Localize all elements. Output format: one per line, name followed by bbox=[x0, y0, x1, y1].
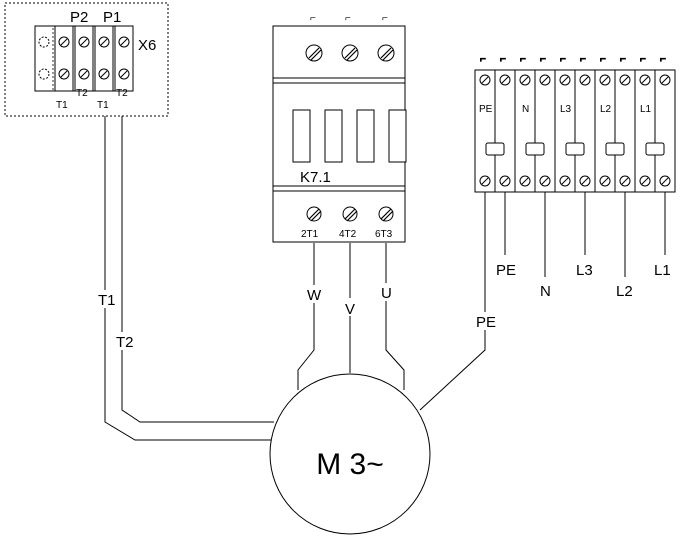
wire-t2 bbox=[121, 116, 274, 423]
motor-label: M 3~ bbox=[316, 448, 384, 481]
x6-label-t2-b: T2 bbox=[116, 88, 128, 99]
arrow-icon: ⌐ bbox=[345, 13, 351, 24]
block-label-l3: L3 bbox=[560, 104, 572, 115]
contactor-window bbox=[388, 109, 407, 163]
arrow-icon: ⌐ bbox=[660, 54, 666, 65]
terminal-block: ⌐ ⌐ ⌐ ⌐ ⌐ ⌐ ⌐ ⌐ ⌐ ⌐ bbox=[474, 54, 676, 193]
wire-label-supply-l1: L1 bbox=[654, 262, 671, 279]
x6-terminal-slot bbox=[114, 25, 134, 92]
arrow-icon: ⌐ bbox=[540, 54, 546, 65]
wire-label-pe-motor: PE bbox=[476, 314, 496, 331]
arrow-icon: ⌐ bbox=[580, 54, 586, 65]
block-label-l1: L1 bbox=[640, 104, 652, 115]
wire-label-supply-l3: L3 bbox=[576, 262, 593, 279]
x6-label-t1-a: T1 bbox=[56, 100, 68, 111]
contactor-window bbox=[292, 109, 311, 163]
arrow-icon: ⌐ bbox=[620, 54, 626, 65]
wire-label-t2: T2 bbox=[116, 334, 134, 351]
arrow-icon: ⌐ bbox=[310, 13, 316, 24]
wire-label-supply-n: N bbox=[540, 283, 551, 300]
x6-label-t2-a: T2 bbox=[76, 88, 88, 99]
x6-terminal-slot bbox=[34, 25, 54, 92]
l2-bridge-slider bbox=[605, 142, 625, 156]
l1-bridge-slider bbox=[645, 142, 665, 156]
contactor-k7-1: ⌐ ⌐ ⌐ K7.1 bbox=[272, 13, 407, 243]
x6-label-t1-b: T1 bbox=[97, 100, 109, 111]
wire-t1 bbox=[104, 116, 274, 441]
block-label-n: N bbox=[522, 104, 529, 115]
wire-label-supply-l2: L2 bbox=[616, 283, 633, 300]
motor-circle bbox=[269, 373, 431, 535]
x6-terminal-strip bbox=[34, 25, 134, 92]
x6-label-p1: P1 bbox=[103, 9, 121, 26]
terminal-x6: P2 P1 X6 T2 T2 T1 bbox=[4, 2, 169, 117]
contactor-name: K7.1 bbox=[300, 169, 331, 186]
wire-label-u: U bbox=[381, 285, 392, 302]
arrow-icon: ⌐ bbox=[500, 54, 506, 65]
contactor-window bbox=[356, 109, 375, 163]
block-label-l2: L2 bbox=[600, 104, 612, 115]
arrow-icon: ⌐ bbox=[382, 13, 388, 24]
x6-label-p2: P2 bbox=[70, 9, 88, 26]
wire-label-v: V bbox=[345, 301, 355, 318]
pe-bridge-slider bbox=[485, 142, 505, 156]
contactor-terminal-6t3: 6T3 bbox=[375, 229, 393, 240]
x6-terminal-slot bbox=[94, 25, 114, 92]
l3-bridge-slider bbox=[565, 142, 585, 156]
arrow-icon: ⌐ bbox=[520, 54, 526, 65]
wire-label-w: W bbox=[307, 287, 322, 304]
x6-dotted-frame bbox=[4, 2, 169, 117]
contactor-terminal-2t1: 2T1 bbox=[301, 229, 319, 240]
wire-pe-motor bbox=[419, 192, 486, 411]
wire-label-t1: T1 bbox=[98, 292, 116, 309]
contactor-window bbox=[324, 109, 343, 163]
arrow-icon: ⌐ bbox=[480, 54, 486, 65]
n-bridge-slider bbox=[525, 142, 545, 156]
arrow-icon: ⌐ bbox=[600, 54, 606, 65]
screw-icon bbox=[38, 68, 50, 80]
wire-label-supply-pe: PE bbox=[496, 262, 516, 279]
x6-terminal-slot bbox=[54, 25, 74, 92]
motor: M 3~ bbox=[269, 373, 431, 535]
wire-labels: T1 T2 W V U PE PE N L3 L2 L1 bbox=[96, 262, 671, 351]
arrow-icon: ⌐ bbox=[640, 54, 646, 65]
x6-terminal-slot bbox=[74, 25, 94, 92]
wire-w bbox=[297, 243, 315, 390]
block-label-pe: PE bbox=[479, 104, 493, 115]
x6-title: X6 bbox=[138, 37, 156, 54]
arrow-icon: ⌐ bbox=[560, 54, 566, 65]
contactor-terminal-4t2: 4T2 bbox=[339, 229, 357, 240]
screw-icon bbox=[38, 36, 50, 48]
wire-u bbox=[385, 243, 405, 390]
